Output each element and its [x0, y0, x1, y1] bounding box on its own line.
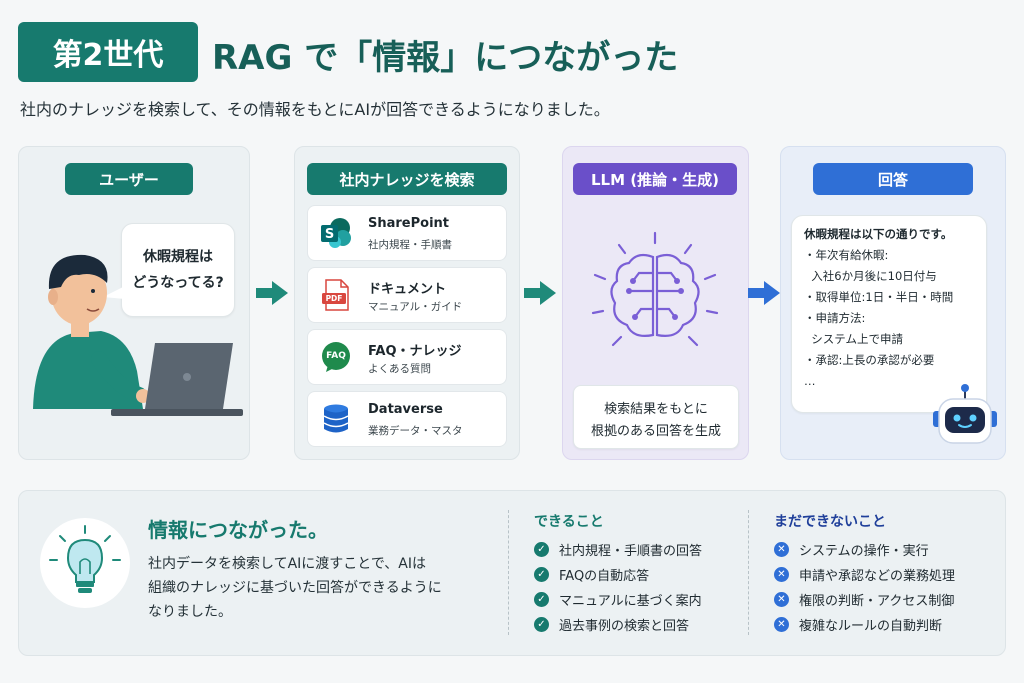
bubble-line-1: 休暇規程は	[143, 249, 213, 265]
answer-line: ・取得単位:1日・半日・時間	[804, 290, 954, 304]
llm-caption-line-1: 検索結果をもとに	[604, 402, 708, 417]
llm-panel: LLM (推論・生成)	[562, 146, 749, 460]
pdf-icon	[322, 279, 349, 311]
generation-badge: 第2世代	[18, 22, 198, 82]
knowledge-search-panel: 社内ナレッジを検索 S SharePoint 社内規程・手順書 PDF ドキュメ…	[294, 146, 520, 460]
can-do-label: マニュアルに基づく案内	[559, 594, 702, 609]
arrow-right-icon	[524, 281, 556, 305]
cannot-do-label: システムの操作・実行	[799, 544, 929, 559]
cannot-do-label: 申請や承認などの業務処理	[799, 569, 956, 584]
search-label: 社内ナレッジを検索	[307, 163, 507, 195]
source-card-document: PDF ドキュメント マニュアル・ガイド	[307, 267, 507, 323]
summary-title: 情報につながった。	[148, 518, 328, 542]
source-subtitle: 業務データ・マスタ	[368, 425, 463, 437]
summary-body-line: なりました。	[148, 604, 232, 620]
cross-icon: ✕	[774, 617, 789, 632]
source-subtitle: 社内規程・手順書	[368, 239, 452, 251]
can-do-label: 過去事例の検索と回答	[559, 619, 690, 634]
answer-line: 入社6か月後に10日付与	[804, 269, 937, 283]
can-do-label: FAQの自動応答	[559, 569, 650, 584]
answer-line: ・申請方法:	[804, 311, 866, 325]
robot-icon	[933, 384, 997, 444]
check-icon: ✓	[534, 542, 549, 557]
summary-panel	[18, 490, 1006, 656]
lightbulb-icon	[49, 525, 121, 593]
answer-text: 休暇規程は以下の通りです。 ・年次有給休暇: 入社6か月後に10日付与 ・取得単…	[804, 224, 953, 392]
summary-body-line: 社内データを検索してAIに渡すことで、AIは	[148, 556, 427, 572]
brain-icon	[591, 231, 719, 347]
bubble-line-2: どうなってる?	[132, 275, 224, 291]
cross-icon: ✕	[774, 542, 789, 557]
answer-line: 休暇規程は以下の通りです。	[804, 227, 953, 241]
llm-caption-box: 検索結果をもとに 根拠のある回答を生成	[573, 385, 739, 449]
answer-bubble: 休暇規程は以下の通りです。 ・年次有給休暇: 入社6か月後に10日付与 ・取得単…	[791, 215, 987, 413]
cannot-do-item: ✕ 申請や承認などの業務処理	[774, 565, 955, 584]
svg-text:S: S	[325, 227, 334, 242]
cannot-do-item: ✕ 複雑なルールの自動判断	[774, 615, 942, 634]
arrow-right-icon	[748, 281, 780, 305]
cannot-do-item: ✕ 権限の判断・アクセス制御	[774, 590, 954, 609]
column-divider	[748, 510, 749, 635]
source-card-faq: FAQ FAQ・ナレッジ よくある質問	[307, 329, 507, 385]
source-title: Dataverse	[368, 402, 443, 417]
can-do-label: 社内規程・手順書の回答	[559, 544, 703, 559]
cannot-do-label: 権限の判断・アクセス制御	[799, 594, 955, 609]
answer-label: 回答	[813, 163, 973, 195]
user-label: ユーザー	[65, 163, 193, 195]
cannot-do-heading: まだできないこと	[774, 514, 886, 530]
source-subtitle: よくある質問	[368, 363, 431, 375]
llm-label: LLM (推論・生成)	[573, 163, 737, 195]
pdf-icon-label: PDF	[325, 294, 343, 303]
can-do-item: ✓ マニュアルに基づく案内	[534, 590, 702, 609]
check-icon: ✓	[534, 592, 549, 607]
check-icon: ✓	[534, 567, 549, 582]
source-card-dataverse: Dataverse 業務データ・マスタ	[307, 391, 507, 447]
cross-icon: ✕	[774, 592, 789, 607]
user-panel: ユーザー 休暇規程は どうなってる?	[18, 146, 250, 460]
speech-bubble: 休暇規程は どうなってる?	[121, 223, 235, 317]
cannot-do-label: 複雑なルールの自動判断	[799, 619, 943, 634]
answer-panel: 回答 休暇規程は以下の通りです。 ・年次有給休暇: 入社6か月後に10日付与 ・…	[780, 146, 1006, 460]
check-icon: ✓	[534, 617, 549, 632]
source-title: FAQ・ナレッジ	[368, 344, 462, 359]
cannot-do-item: ✕ システムの操作・実行	[774, 540, 929, 559]
can-do-item: ✓ 社内規程・手順書の回答	[534, 540, 702, 559]
arrow-right-icon	[256, 281, 288, 305]
page-subtitle: 社内のナレッジを検索して、その情報をもとにAIが回答できるようになりました。	[20, 100, 610, 119]
source-title: ドキュメント	[368, 282, 447, 297]
faq-icon-label: FAQ	[326, 351, 346, 361]
summary-body-line: 組織のナレッジに基づいた回答ができるように	[148, 580, 442, 596]
can-do-heading: できること	[534, 514, 604, 530]
cross-icon: ✕	[774, 567, 789, 582]
answer-line: ・年次有給休暇:	[804, 248, 889, 262]
answer-line: ・承認:上長の承認が必要	[804, 353, 935, 367]
column-divider	[508, 510, 509, 635]
answer-line: システム上で申請	[804, 332, 903, 346]
llm-caption-line-2: 根拠のある回答を生成	[590, 424, 721, 439]
page-title: RAG で「情報」につながった	[212, 37, 679, 78]
user-at-laptop-illustration	[33, 254, 243, 416]
can-do-item: ✓ FAQの自動応答	[534, 565, 649, 584]
source-title: SharePoint	[368, 216, 450, 231]
source-subtitle: マニュアル・ガイド	[368, 301, 463, 313]
bulb-badge	[40, 518, 130, 608]
can-do-item: ✓ 過去事例の検索と回答	[534, 615, 689, 634]
sharepoint-icon: S	[321, 218, 351, 248]
source-card-sharepoint: S SharePoint 社内規程・手順書	[307, 205, 507, 261]
faq-icon	[322, 342, 350, 372]
answer-line: …	[804, 374, 816, 388]
database-icon	[323, 404, 349, 433]
